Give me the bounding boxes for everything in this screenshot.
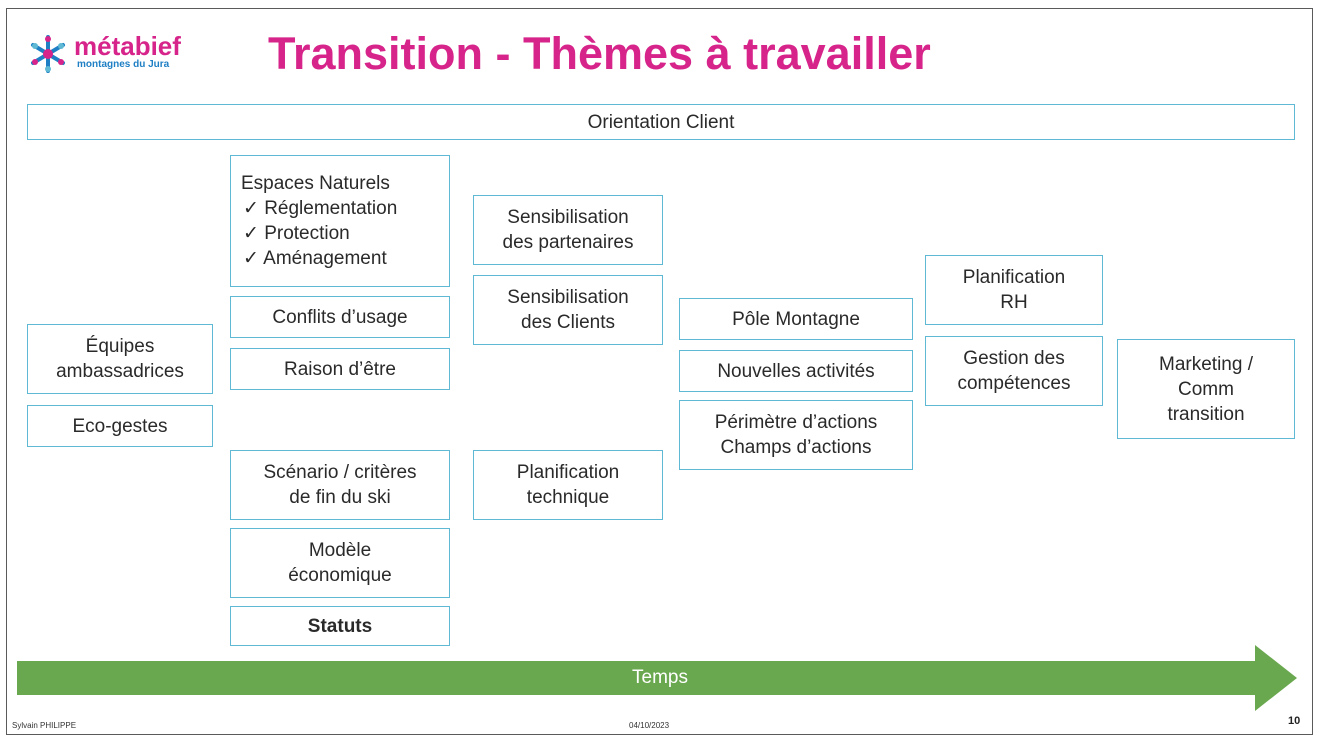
box-line: Sensibilisation bbox=[507, 287, 629, 308]
box-line: Sensibilisation bbox=[507, 207, 629, 228]
box-line: Pôle Montagne bbox=[732, 308, 860, 330]
checklist-item: ✓ Aménagement bbox=[243, 248, 387, 269]
box-nouvelles-activites: Nouvelles activités bbox=[679, 350, 913, 392]
banner-label: Orientation Client bbox=[587, 111, 735, 133]
checklist-item: ✓ Réglementation bbox=[243, 198, 398, 219]
box-modele-economique: Modèle économique bbox=[230, 528, 450, 598]
box-line: des partenaires bbox=[502, 232, 634, 253]
box-pole-montagne: Pôle Montagne bbox=[679, 298, 913, 340]
box-equipes-ambassadrices: Équipes ambassadrices bbox=[27, 324, 213, 394]
box-sensibilisation-partenaires: Sensibilisation des partenaires bbox=[473, 195, 663, 265]
box-line: Planification bbox=[516, 462, 620, 483]
box-line: de fin du ski bbox=[289, 487, 391, 508]
snowflake-icon bbox=[31, 35, 65, 73]
box-line: des Clients bbox=[521, 312, 615, 333]
box-planification-rh: Planification RH bbox=[925, 255, 1103, 325]
box-conflits-usage: Conflits d’usage bbox=[230, 296, 450, 338]
box-espaces-naturels: Espaces Naturels ✓ Réglementation ✓ Prot… bbox=[230, 155, 450, 287]
checklist-item: ✓ Protection bbox=[243, 223, 350, 244]
box-line: Nouvelles activités bbox=[717, 360, 875, 382]
box-line: transition bbox=[1167, 403, 1245, 425]
box-scenario-fin-ski: Scénario / critères de fin du ski bbox=[230, 450, 450, 520]
box-line: Périmètre d’actions bbox=[714, 412, 878, 433]
box-line: compétences bbox=[957, 373, 1071, 394]
footer-date: 04/10/2023 bbox=[629, 721, 670, 730]
box-eco-gestes: Eco-gestes bbox=[27, 405, 213, 447]
timeline-label: Temps bbox=[632, 667, 688, 688]
box-line: Conflits d’usage bbox=[272, 306, 408, 328]
logo-subtitle: montagnes du Jura bbox=[77, 59, 170, 70]
logo-brand: métabief bbox=[74, 31, 181, 61]
box-marketing-comm: Marketing / Comm transition bbox=[1117, 339, 1295, 439]
box-line: Équipes bbox=[85, 336, 155, 357]
orientation-client-banner: Orientation Client bbox=[27, 104, 1295, 140]
box-line: Comm bbox=[1178, 378, 1234, 400]
box-perimetre-actions: Périmètre d’actions Champs d’actions bbox=[679, 400, 913, 470]
box-line: Espaces Naturels bbox=[241, 173, 390, 194]
box-line: Scénario / critères bbox=[263, 462, 417, 483]
footer-author: Sylvain PHILIPPE bbox=[12, 721, 77, 730]
box-raison-etre: Raison d’être bbox=[230, 348, 450, 390]
box-line: économique bbox=[288, 565, 392, 586]
metabief-logo: métabief montagnes du Jura bbox=[28, 30, 248, 80]
box-planification-technique: Planification technique bbox=[473, 450, 663, 520]
page-number: 10 bbox=[1288, 715, 1301, 727]
box-line: Raison d’être bbox=[284, 358, 396, 380]
box-line: Statuts bbox=[307, 615, 373, 637]
slide-title: Transition - Thèmes à travailler bbox=[268, 28, 931, 79]
box-statuts: Statuts bbox=[230, 606, 450, 646]
box-line: Gestion des bbox=[963, 348, 1065, 369]
box-line: ambassadrices bbox=[56, 361, 184, 382]
box-line: technique bbox=[526, 487, 610, 508]
box-line: Champs d’actions bbox=[720, 437, 872, 458]
timeline-arrow bbox=[17, 645, 1297, 711]
box-line: Planification bbox=[962, 267, 1066, 288]
box-gestion-competences: Gestion des compétences bbox=[925, 336, 1103, 406]
box-line: Marketing / bbox=[1159, 353, 1253, 375]
box-sensibilisation-clients: Sensibilisation des Clients bbox=[473, 275, 663, 345]
box-line: RH bbox=[1000, 292, 1028, 313]
box-line: Modèle bbox=[308, 540, 372, 561]
box-line: Eco-gestes bbox=[72, 415, 168, 437]
